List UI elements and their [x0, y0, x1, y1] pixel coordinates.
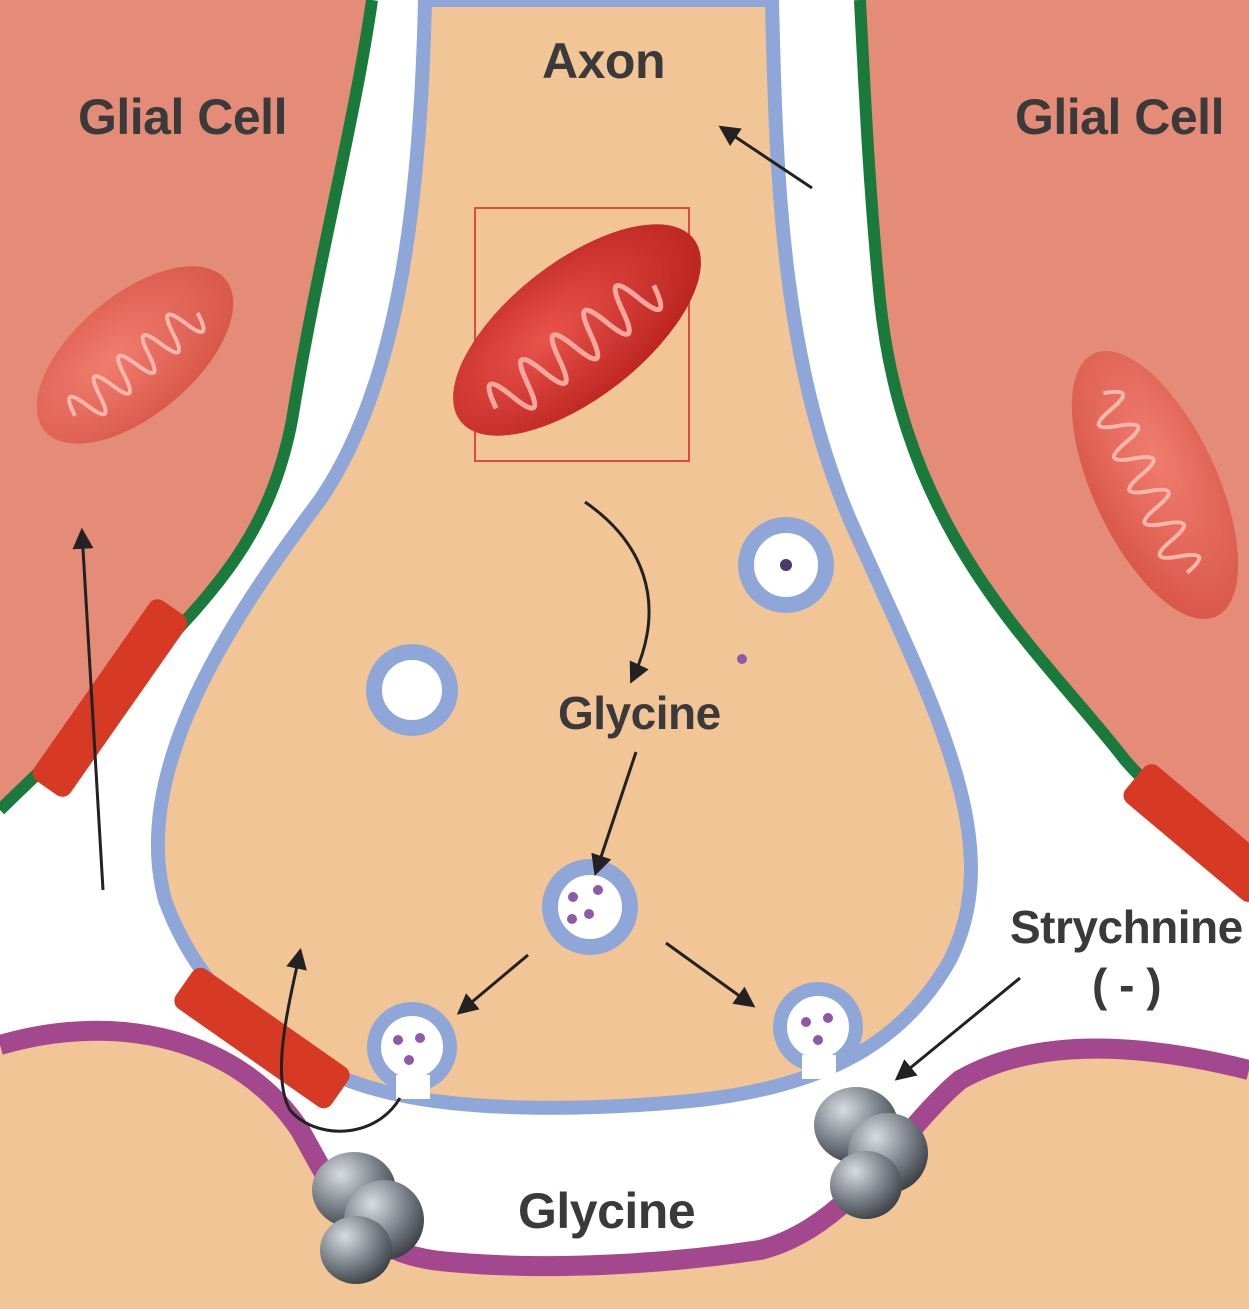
- glycine-dot: [593, 885, 603, 895]
- glycine-dot: [404, 1055, 414, 1065]
- label-glial-cell-right: Glial Cell: [1015, 88, 1224, 146]
- vesicle-dot: [780, 559, 792, 571]
- glycine-free-molecule: [737, 654, 747, 664]
- label-strychnine-sign: ( - ): [1092, 958, 1161, 1012]
- glycine-dot: [813, 1035, 823, 1045]
- glycine-dot: [823, 1013, 833, 1023]
- label-glial-cell-left: Glial Cell: [78, 88, 287, 146]
- glycine-dot: [568, 892, 578, 902]
- vesicle-docked-left: [374, 1009, 450, 1085]
- glycine-dot: [415, 1033, 425, 1043]
- glycine-dot: [567, 914, 577, 924]
- label-strychnine: Strychnine: [1010, 900, 1243, 954]
- glycine-dot: [801, 1017, 811, 1027]
- label-glycine-axon: Glycine: [558, 686, 721, 740]
- vesicle-docked-right: [780, 989, 856, 1065]
- vesicle-empty-left: [374, 652, 450, 728]
- glycine-dot: [584, 909, 594, 919]
- label-axon: Axon: [542, 32, 665, 90]
- glycine-dot: [393, 1035, 403, 1045]
- vesicle-filled-center: [550, 867, 630, 947]
- label-glycine-cleft: Glycine: [518, 1182, 695, 1240]
